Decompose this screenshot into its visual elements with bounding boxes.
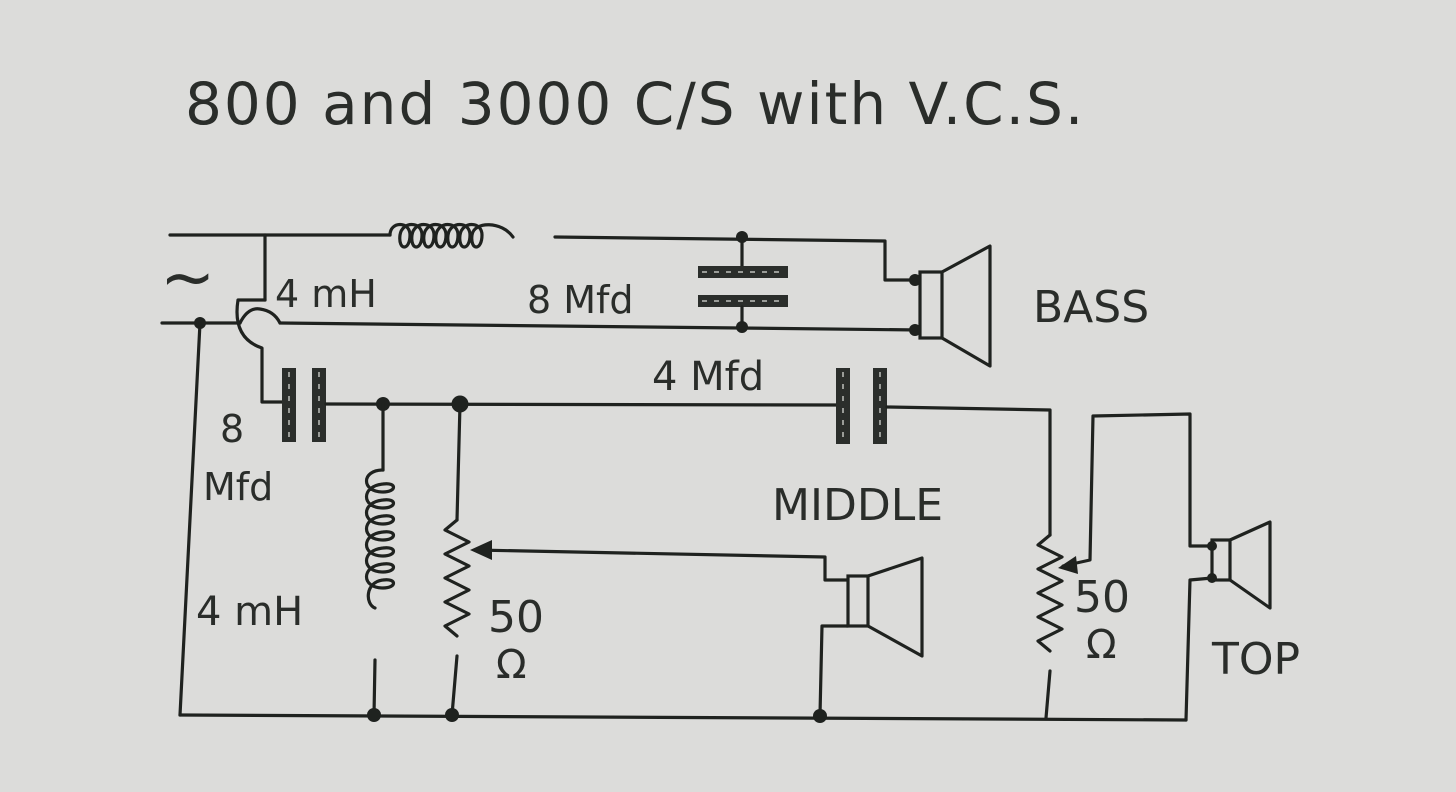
ac-source-symbol: ~ [160,239,215,316]
speaker-middle [818,556,924,717]
potentiometer-middle-unit: Ω [496,642,527,688]
junction-dot [445,708,459,722]
potentiometer-middle-value: 50 [488,592,544,643]
potentiometer-top-value: 50 [1074,572,1130,623]
capacitor-middle [836,368,1052,537]
junction-dot [367,708,381,722]
potentiometer-top [1036,412,1214,720]
junction-dot [813,709,827,723]
speaker-bass [909,244,992,368]
speaker-middle-label: MIDDLE [772,480,943,531]
diagram-title: 800 and 3000 C/S with V.C.S. [185,70,1085,138]
speaker-top-label: TOP [1211,634,1300,685]
branch-wire [235,298,288,404]
capacitor-left-value: 8 [220,407,244,451]
left-rail-wire [178,321,202,717]
capacitor-left [282,368,842,442]
potentiometer-top-unit: Ω [1086,622,1117,668]
junction-dot [736,231,748,243]
speaker-bass-label: BASS [1033,282,1149,333]
potentiometer-middle [443,402,850,717]
capacitor-left-unit: Mfd [203,465,273,509]
capacitor-top [698,235,788,329]
top-signal-wire [168,233,922,302]
inductor-top-label: 4 mH [275,272,377,316]
capacitor-middle-label: 4 Mfd [652,354,764,400]
inductor-left [365,402,396,717]
speaker-top [1184,520,1272,722]
inductor-top [388,222,515,249]
capacitor-top-label: 8 Mfd [527,278,634,322]
inductor-left-label: 4 mH [196,589,303,635]
bottom-rail-wire [178,713,1188,722]
